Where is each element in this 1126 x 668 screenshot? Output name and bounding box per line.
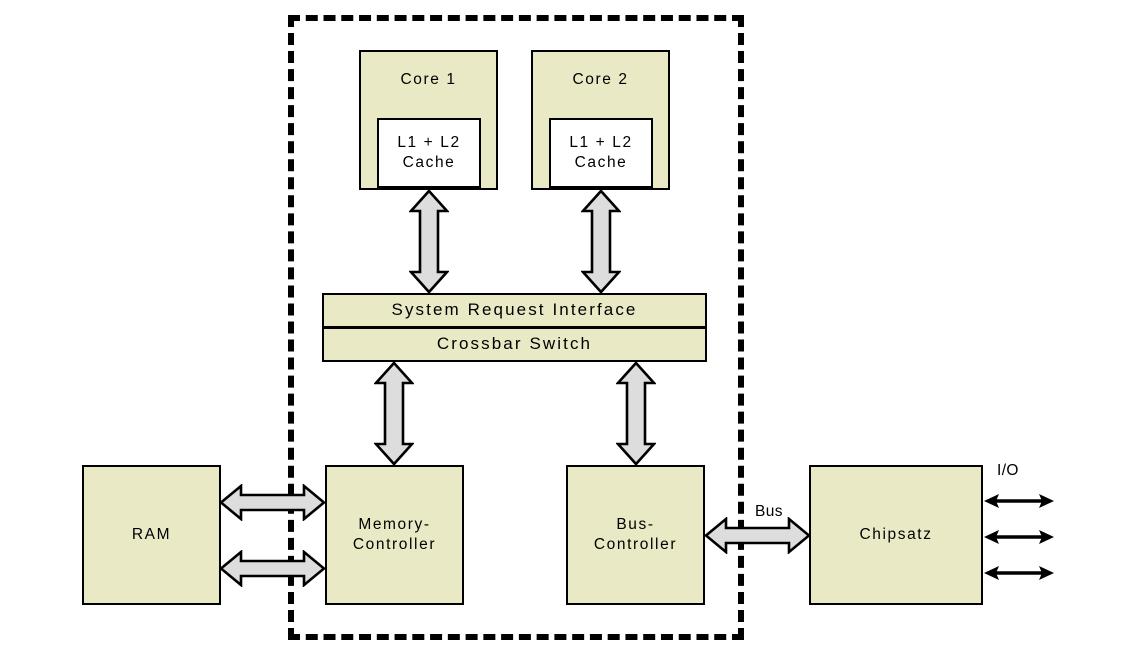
io-label: I/O — [997, 462, 1019, 479]
io-arrow-2 — [983, 528, 1055, 546]
ram-label: RAM — [131, 525, 172, 543]
memory-controller-label: Memory-Controller — [352, 515, 437, 553]
arrow-bus-controller-to-chipset — [704, 517, 811, 554]
arrow-crossbar-to-bus-controller — [616, 361, 656, 466]
system-request-interface-block: System Request Interface — [322, 293, 707, 328]
core-1-label: Core 1 — [400, 71, 457, 88]
arrow-crossbar-to-memory-controller — [374, 361, 414, 466]
crossbar-switch-block: Crossbar Switch — [322, 327, 707, 362]
chipset-block: Chipsatz — [809, 465, 983, 605]
ram-block: RAM — [82, 465, 221, 605]
bus-connection-label: Bus — [755, 503, 783, 520]
arrow-core1-to-sri — [409, 189, 449, 294]
bus-controller-block: Bus-Controller — [566, 465, 705, 605]
io-arrow-1 — [983, 492, 1055, 510]
chipset-label: Chipsatz — [859, 525, 933, 543]
bus-controller-label: Bus-Controller — [593, 515, 678, 553]
core-2-label: Core 2 — [572, 71, 629, 88]
system-request-interface-label: System Request Interface — [391, 300, 638, 320]
arrow-ram-to-memory-controller-lower — [219, 550, 326, 587]
crossbar-switch-label: Crossbar Switch — [436, 334, 593, 354]
memory-controller-block: Memory-Controller — [325, 465, 464, 605]
io-arrow-3 — [983, 564, 1055, 582]
arrow-ram-to-memory-controller-upper — [219, 484, 326, 521]
arrow-core2-to-sri — [581, 189, 621, 294]
